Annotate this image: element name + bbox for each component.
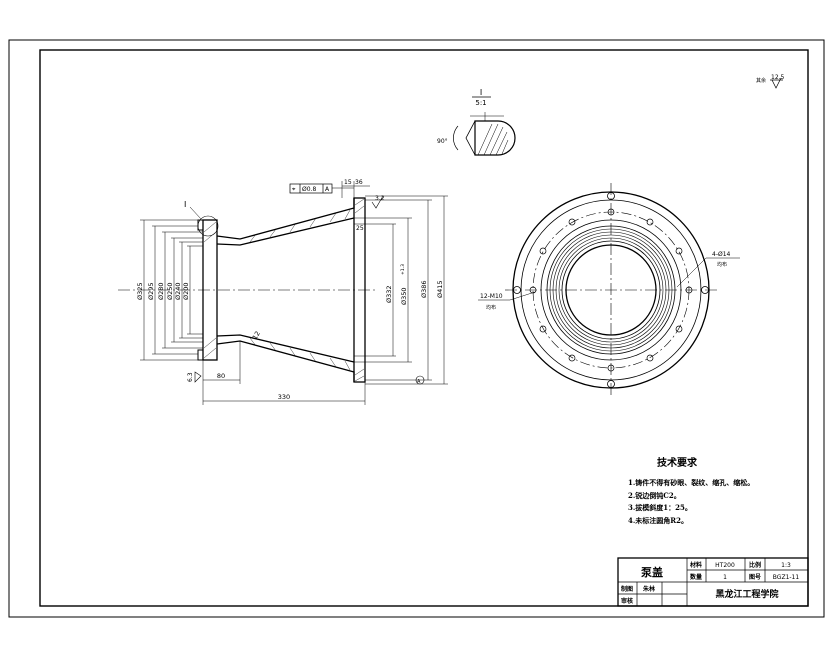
tech-title: 技术要求 <box>657 456 698 469</box>
svg-text:均布: 均布 <box>717 261 727 268</box>
callout-I: I <box>184 200 186 209</box>
section-label-bottom: 5:1 <box>475 99 486 107</box>
dia-350: Ø350 <box>400 287 408 305</box>
dim-15: 15 <box>344 179 352 186</box>
svg-text:其余: 其余 <box>756 77 766 84</box>
dia-415: Ø415 <box>436 280 444 298</box>
tech-requirements: 技术要求 1.铸件不得有砂眼、裂纹、缩孔、缩松。 2.锐边倒钝C2。 3.拔模斜… <box>628 456 754 525</box>
quantity: 1 <box>723 574 727 581</box>
outer-border <box>8 39 825 618</box>
roughness-25: 25 <box>356 225 364 232</box>
dia-386: Ø386 <box>420 280 428 298</box>
tech-line-1: 1.铸件不得有砂眼、裂纹、缩孔、缩松。 <box>628 478 754 487</box>
svg-text:材料: 材料 <box>689 561 702 569</box>
section-label-top: I <box>480 88 482 97</box>
svg-text:制图: 制图 <box>621 585 633 593</box>
datum-A: A <box>417 379 421 385</box>
svg-text:比例: 比例 <box>749 561 761 569</box>
dia-325: Ø325 <box>136 282 144 300</box>
side-view: 4-Ø14 均布 12-M10 均布 <box>478 183 740 395</box>
material: HT200 <box>715 562 735 569</box>
dim-330: 330 <box>278 393 290 401</box>
dia-280: Ø280 <box>157 282 165 300</box>
tolerance-frame: ⌖ Ø0.8 A <box>289 183 354 194</box>
roughness-3-2: 3.2 <box>375 195 385 202</box>
tech-line-3: 3.拔模斜度1：25。 <box>628 503 692 512</box>
dia-250: Ø250 <box>166 282 174 300</box>
svg-text:图号: 图号 <box>749 573 761 581</box>
dia-332: Ø332 <box>385 285 393 303</box>
svg-text:⌖: ⌖ <box>292 186 296 193</box>
detail-angle: 90° <box>437 138 448 145</box>
school-name: 黑龙江工程学院 <box>715 588 778 600</box>
holes-4-14: 4-Ø14 <box>712 251 731 258</box>
detail-view-I: I 5:1 90° <box>437 88 516 156</box>
roughness-all: 其余 12.5 <box>756 74 785 89</box>
svg-text:均布: 均布 <box>486 304 496 311</box>
title-block: 泵盖 材料 HT200 比例 1:3 数量 1 图号 BGZ1-11 制图 朱林… <box>617 557 809 607</box>
dim-80: 80 <box>217 372 225 380</box>
front-section-view: Ø325 Ø295 Ø280 Ø250 Ø240 Ø200 Ø332 Ø350 … <box>118 179 448 405</box>
inner-border <box>39 49 809 607</box>
dim-36: 36 <box>355 179 363 186</box>
drafter: 朱林 <box>643 585 655 593</box>
svg-text:12.5: 12.5 <box>771 74 785 81</box>
drawing-number: BGZ1-11 <box>773 574 800 581</box>
svg-text:Ø0.8: Ø0.8 <box>302 186 316 193</box>
dia-240: Ø240 <box>174 282 182 300</box>
roughness-6-3: 6.3 <box>187 372 194 382</box>
svg-text:A: A <box>325 186 330 193</box>
wall-thickness: 12 <box>251 330 262 341</box>
tech-line-2: 2.锐边倒钝C2。 <box>628 491 681 500</box>
tech-line-4: 4.未标注圆角R2。 <box>628 516 688 525</box>
part-name: 泵盖 <box>641 565 663 579</box>
dia-200: Ø200 <box>182 282 190 300</box>
dia-295: Ø295 <box>147 282 155 300</box>
dia-350-tol: +1.3 <box>400 264 406 275</box>
holes-12-m10: 12-M10 <box>480 293 503 300</box>
svg-text:数量: 数量 <box>690 573 702 581</box>
scale: 1:3 <box>781 562 791 569</box>
svg-text:审核: 审核 <box>621 597 633 605</box>
